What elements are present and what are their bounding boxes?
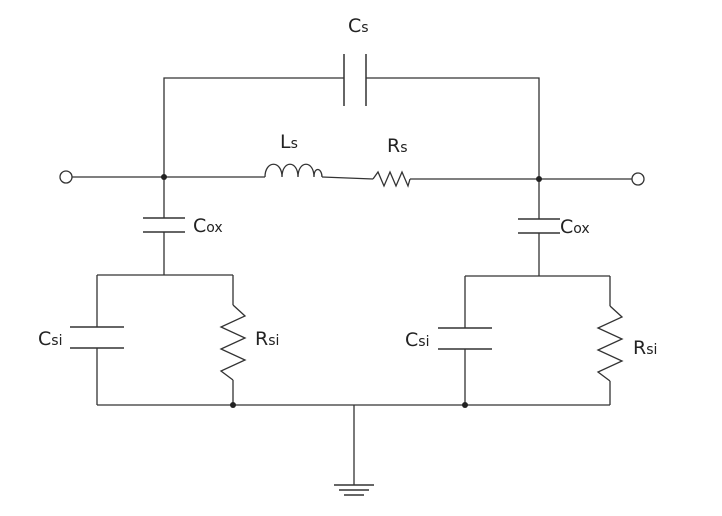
label-cs: Cs <box>348 15 369 37</box>
label-csi-right: Csi <box>405 329 429 351</box>
label-csi-left: Csi <box>38 328 62 350</box>
resistor-rs <box>372 170 411 188</box>
wire-ls-rs <box>321 176 374 180</box>
cs-right-wire <box>366 77 540 179</box>
cs-left-wire <box>163 77 344 177</box>
label-cox-left: Cox <box>193 215 223 237</box>
input-terminal <box>59 170 73 184</box>
junction-dot-bottom-left <box>230 402 236 408</box>
label-cox-right: Cox <box>560 216 590 238</box>
resistor-rsi-right <box>596 305 624 382</box>
output-terminal <box>631 172 645 186</box>
label-rs: Rs <box>387 135 408 157</box>
label-ls: Ls <box>280 131 298 153</box>
inductor-ls <box>264 163 323 178</box>
junction-dot-left <box>161 174 167 180</box>
junction-dot-right <box>536 176 542 182</box>
label-rsi-right: Rsi <box>633 337 657 359</box>
resistor-rsi-left <box>219 304 247 381</box>
label-rsi-left: Rsi <box>255 328 279 350</box>
junction-dot-bottom-right <box>462 402 468 408</box>
